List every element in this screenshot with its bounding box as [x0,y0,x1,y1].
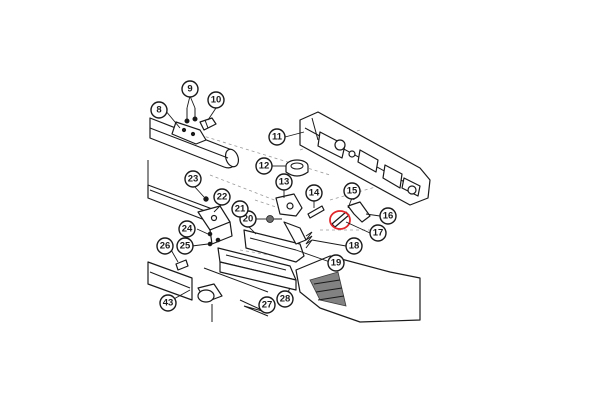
connector-43 [197,283,223,322]
callout-label: 17 [373,228,384,239]
callout-18: 18 [345,237,363,255]
callout-19: 19 [327,254,345,272]
callout-25: 25 [176,237,194,255]
callout-8: 8 [150,101,168,119]
callout-label: 20 [243,214,254,225]
trigger-plate-21 [243,221,307,263]
callout-label: 13 [279,177,290,188]
callout-label: 8 [156,105,161,116]
callout-24: 24 [178,220,196,238]
callout-13: 13 [275,173,293,191]
callout-21: 21 [231,200,249,218]
callout-label: 16 [383,211,394,222]
callout-label: 15 [347,186,358,197]
pins-24-25 [207,231,221,247]
dot-23 [203,196,209,202]
callout-label: 22 [217,192,228,203]
callout-12: 12 [255,157,273,175]
callout-label: 9 [187,84,192,95]
callout-label: 14 [309,188,320,199]
callout-label: 25 [180,241,191,252]
callout-label: 28 [280,294,291,305]
callout-10: 10 [207,91,225,109]
callout-28: 28 [276,290,294,308]
lever-13 [275,193,303,217]
callout-26: 26 [156,237,174,255]
callout-label: 27 [262,300,273,311]
callout-label: 24 [182,224,193,235]
callout-17: 17 [369,224,387,242]
callout-label: 23 [188,174,199,185]
highlight-ring [329,210,351,230]
callout-15: 15 [343,182,361,200]
pin-17 [329,210,351,230]
callout-label: 11 [272,132,283,143]
pin-14 [307,205,325,219]
callout-27: 27 [258,296,276,314]
spring-18 [305,231,313,249]
lower-frame [217,247,297,291]
forend-tube [147,261,193,301]
spring-rod-27 [203,267,269,317]
callout-label: 26 [160,241,171,252]
stock-grip [295,255,421,323]
bushing-12 [285,159,309,177]
callout-label: 10 [211,95,222,106]
callout-9: 9 [181,80,199,98]
pin-26 [175,259,189,271]
callout-label: 12 [259,161,270,172]
callout-label: 43 [163,298,174,309]
callout-label: 21 [235,204,246,215]
callout-14: 14 [305,184,323,202]
block-22 [197,205,233,245]
screws-9 [184,108,198,124]
receiver-housing [299,111,431,206]
callout-label: 19 [331,258,342,269]
callout-11: 11 [268,128,286,146]
callout-16: 16 [379,207,397,225]
callout-23: 23 [184,170,202,188]
callout-label: 18 [349,241,360,252]
callout-22: 22 [213,188,231,206]
callout-43: 43 [159,294,177,312]
screw-20 [266,215,282,223]
sight-bracket [171,121,207,145]
